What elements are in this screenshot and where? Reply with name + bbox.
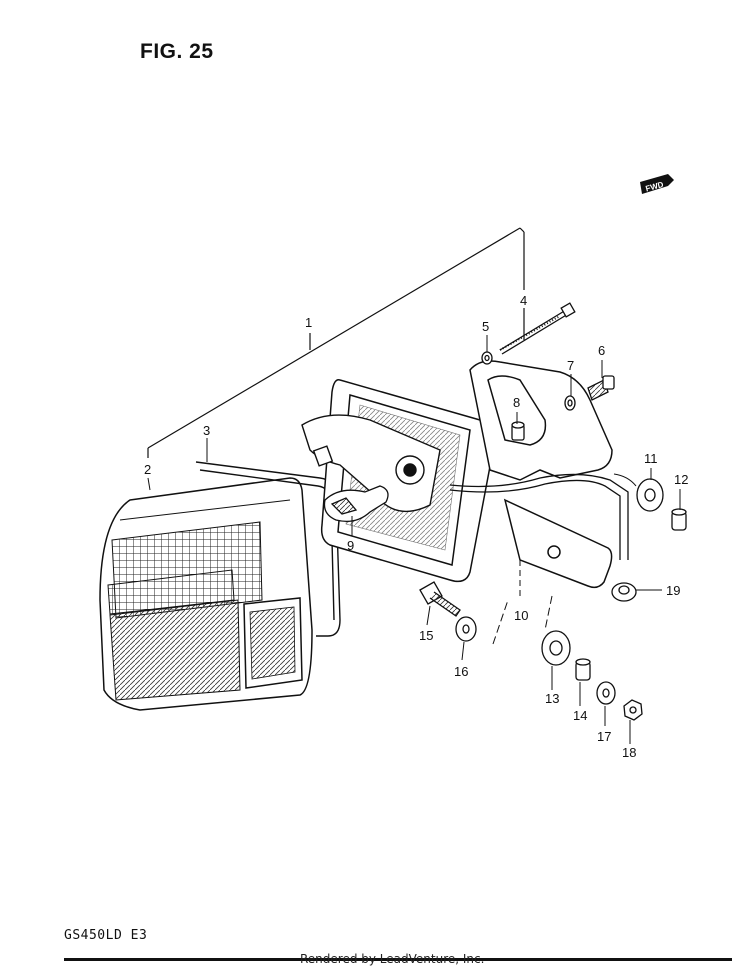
callout-4: 4	[520, 293, 527, 308]
rear-grommet	[541, 630, 571, 666]
callout-16: 16	[454, 664, 468, 679]
cushion-washer	[611, 582, 637, 602]
callout-6: 6	[598, 343, 605, 358]
tail-lamp-lens	[99, 477, 313, 711]
socket-plate	[301, 414, 441, 513]
footer-credit: Rendered by LeadVenture, Inc.	[300, 952, 485, 966]
callout-11: 11	[644, 451, 658, 466]
callout-17: 17	[597, 729, 611, 744]
bolt	[419, 581, 461, 617]
footer-rule	[64, 958, 732, 961]
figure-title: FIG. 25	[140, 40, 214, 63]
rear-washer	[596, 681, 616, 705]
grommet	[636, 478, 664, 512]
callout-12: 12	[674, 472, 688, 487]
callout-1: 1	[305, 315, 312, 330]
washer-large	[455, 616, 477, 642]
long-bolt	[499, 302, 576, 355]
callout-2: 2	[144, 462, 151, 477]
spacer	[511, 421, 525, 441]
callout-labels: 1 2 3 4 5 6 7 8 9 10 11 12 13 14 15 16 1…	[144, 293, 688, 760]
callout-14: 14	[573, 708, 587, 723]
callout-3: 3	[203, 423, 210, 438]
screw	[587, 375, 615, 401]
bulb	[323, 485, 389, 523]
callout-18: 18	[622, 745, 636, 760]
callout-9: 9	[347, 538, 354, 553]
fwd-direction-icon: FWD	[640, 174, 674, 194]
washer	[481, 351, 493, 365]
nut	[623, 699, 643, 721]
mounting-bracket	[469, 360, 613, 589]
callout-15: 15	[419, 628, 433, 643]
wiring-harness	[449, 473, 629, 560]
washer-small	[564, 395, 576, 411]
collar	[671, 508, 687, 531]
rear-collar	[575, 658, 591, 681]
callout-8: 8	[513, 395, 520, 410]
model-code: GS450LD E3	[64, 928, 148, 943]
callout-19: 19	[666, 583, 680, 598]
callout-10: 10	[514, 608, 528, 623]
assembly-bracket-lines	[147, 227, 525, 458]
callout-13: 13	[545, 691, 559, 706]
callout-7: 7	[567, 358, 574, 373]
leader-lines	[147, 335, 681, 744]
callout-5: 5	[482, 319, 489, 334]
